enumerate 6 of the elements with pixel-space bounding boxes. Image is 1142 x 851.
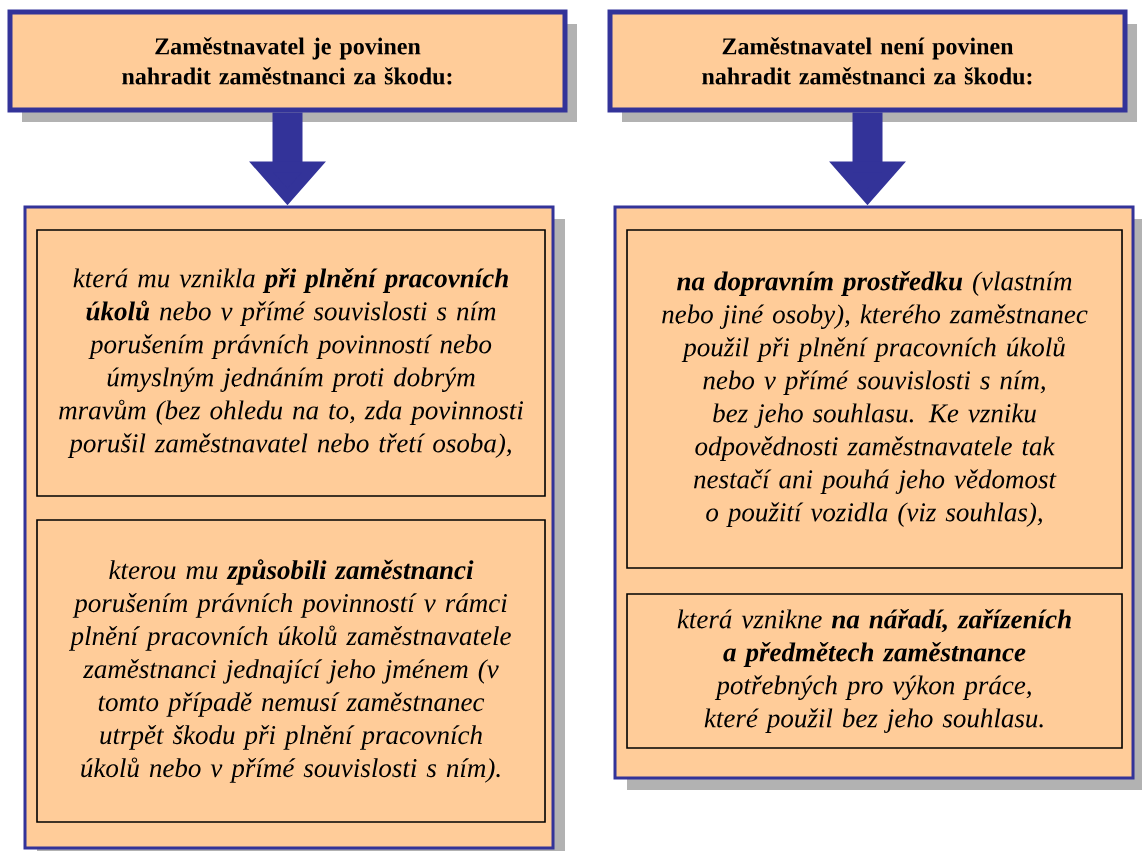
text-box: na dopravním prostředku (vlastním nebo jiné osoby), kterého zaměstnanec použil při plnění pracovních úkolů nebo v přímé souvislosti s ním, bez jeho souhlasu. Ke vzniku odpovědnosti zaměstnavatele tak nestačí ani pouhá jeho vědomost o použití vozidla (viz souhlas), <box>626 229 1123 569</box>
heading-box: Zaměstnavatel není povinen nahradit zaměstnanci za škodu: <box>607 9 1137 122</box>
text-box: která mu vznikla při plnění pracovních úkolů nebo v přímé souvislosti s ním porušením právních povinností nebo úmyslným jednáním proti dobrým mravům (bez ohledu na to, zda povinnosti porušil zaměstnavatel nebo třetí osoba), <box>36 229 546 497</box>
heading-box: Zaměstnavatel je povinen nahradit zaměstnanci za škodu: <box>7 9 577 122</box>
text-box: která vznikne na nářadí, zařízeních a předmětech zaměstnance potřebných pro výkon práce, které použil bez jeho souhlasu. <box>626 593 1123 749</box>
text-box: kterou mu způsobili zaměstnanci porušením právních povinností v rámci plnění pracovních úkolů zaměstnavatele zaměstnanci jednající jeho jménem (v tomto případě nemusí zaměstnanec utrpět škodu při plnění pracovních úkolů nebo v přímé souvislosti s ním). <box>36 519 546 823</box>
